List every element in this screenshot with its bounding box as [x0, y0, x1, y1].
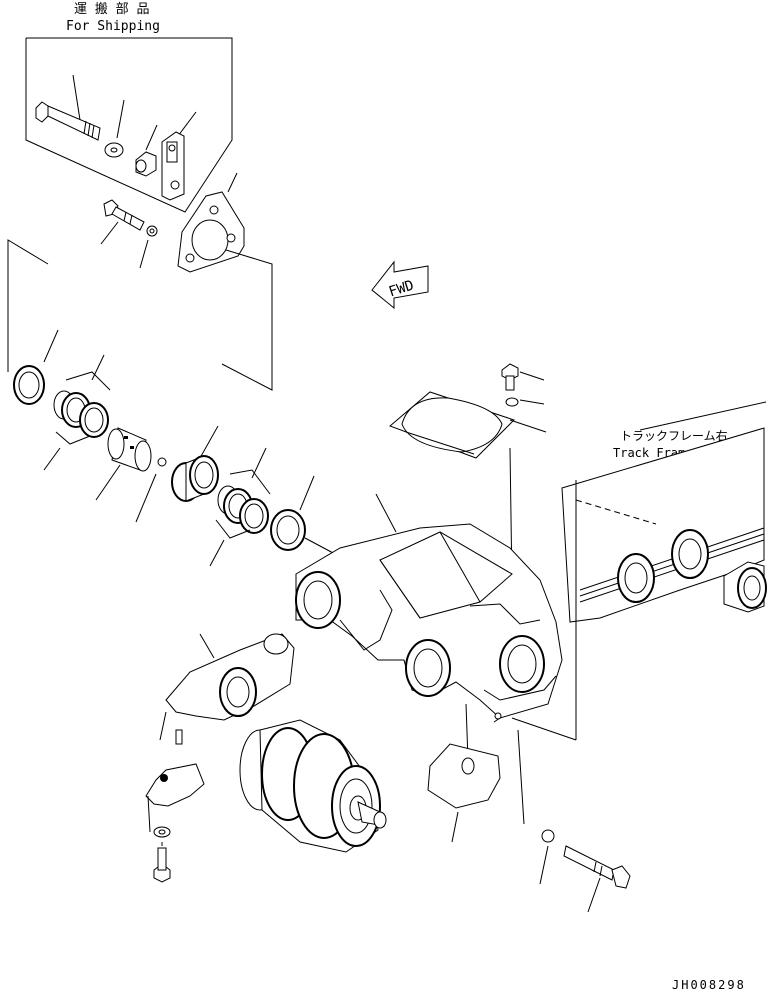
- drawing-code: JH008298: [672, 978, 746, 992]
- cover-washer: [139, 225, 158, 269]
- link-plate: [159, 633, 295, 741]
- fwd-arrow-indicator: FWD: [371, 260, 429, 310]
- track-frame-label-jp: トラックフレーム右: [620, 428, 728, 443]
- guard-block: [427, 703, 501, 843]
- shipping-group-bracket: [25, 37, 233, 213]
- o-ring-pair-right: [209, 447, 271, 567]
- bogie-frame: [295, 493, 563, 723]
- dome-washer: [505, 397, 545, 407]
- track-roller: [239, 719, 387, 853]
- cover-bolt: [100, 199, 145, 245]
- lower-washer: [517, 729, 555, 885]
- o-ring-pair: [43, 354, 111, 471]
- floating-seal-left: [13, 329, 59, 405]
- cover-plate-triangular: [177, 172, 245, 273]
- dome-bolt: [501, 363, 545, 391]
- lower-bolt: [563, 845, 631, 913]
- shipping-washer: [104, 99, 125, 158]
- bushing: [171, 425, 219, 502]
- shipping-long-bolt: [35, 74, 101, 141]
- dome-cover: [389, 391, 515, 459]
- shipping-label-en: For Shipping: [66, 19, 160, 34]
- grease-fitting: [135, 457, 167, 523]
- fwd-label: FWD: [387, 277, 416, 300]
- left-group-bracket: [7, 239, 273, 391]
- floating-seal-right: [270, 475, 351, 563]
- pivot-shaft: [95, 427, 152, 501]
- track-frame-rh: [511, 401, 767, 741]
- shipping-label-jp: 運 搬 部 品: [74, 2, 149, 17]
- shipping-spacer: [135, 124, 158, 177]
- guard-bracket: [145, 729, 205, 883]
- shipping-plate: [161, 111, 197, 201]
- carrier-roller-small: [723, 561, 767, 613]
